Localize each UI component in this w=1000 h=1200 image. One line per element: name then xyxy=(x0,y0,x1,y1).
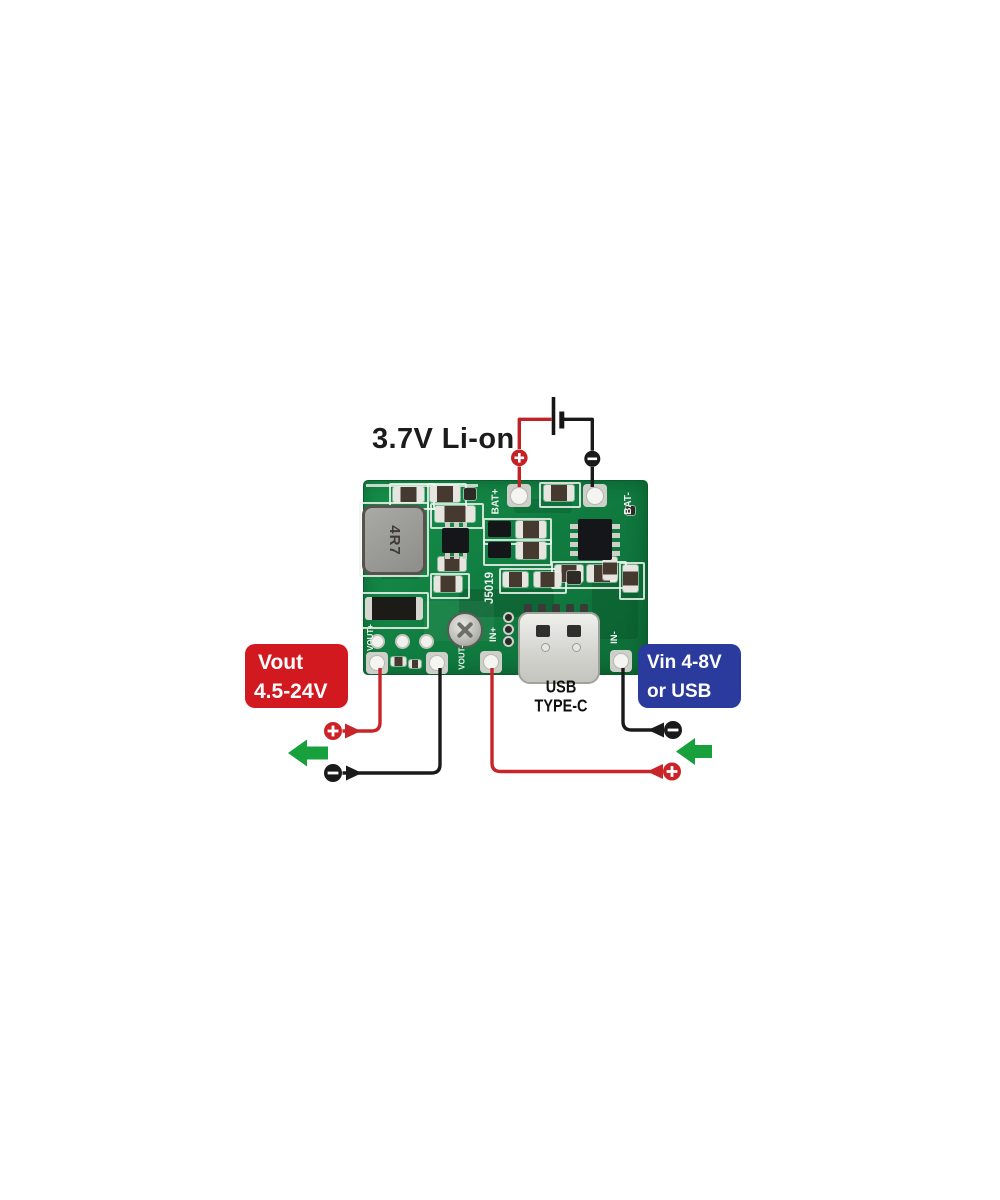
smd-resistor xyxy=(623,565,638,592)
in-plus-pad xyxy=(480,651,502,673)
soic8-ic xyxy=(578,519,612,560)
silkscreen-vout-minus: VOUT- xyxy=(458,645,468,670)
usb-pin xyxy=(538,604,546,614)
silkscreen-outline xyxy=(361,592,429,629)
usb-pin xyxy=(566,604,574,614)
bat-minus-pad xyxy=(583,484,607,507)
smd-resistor xyxy=(544,485,574,501)
flow-arrowhead xyxy=(648,722,664,738)
smd-resistor xyxy=(438,557,466,571)
battery-symbol xyxy=(551,397,565,435)
vin-callout: Vin 4-8V or USB xyxy=(638,644,741,708)
silkscreen-bat-plus: BAT+ xyxy=(490,488,501,514)
silkscreen-outline xyxy=(430,573,470,599)
smd-resistor xyxy=(503,572,528,587)
vout-positive-wire xyxy=(342,668,382,739)
smd-resistor xyxy=(391,657,406,666)
pcb-module: 4R7 xyxy=(359,480,648,684)
sot23-legs xyxy=(445,553,467,559)
output-direction-arrow xyxy=(288,739,328,767)
usb-contact xyxy=(536,625,550,637)
usb-caption-line2: TYPE-C xyxy=(534,695,588,716)
usb-contact xyxy=(567,625,581,637)
battery-positive-wire xyxy=(517,417,552,487)
silkscreen-in-minus: IN- xyxy=(608,630,620,644)
inductor-marking: 4R7 xyxy=(385,524,403,556)
silkscreen-line xyxy=(366,484,478,487)
vout-callout-line2: 4.5-24V xyxy=(254,680,328,703)
vin-positive-terminal xyxy=(663,762,681,781)
vin-callout-line1: Vin 4-8V xyxy=(647,652,722,673)
smd-resistor xyxy=(434,576,462,592)
usb-pin xyxy=(524,604,532,614)
usb-screw xyxy=(541,643,550,652)
round-pad xyxy=(395,634,410,649)
usb-screw xyxy=(572,643,581,652)
smd-resistor xyxy=(435,506,475,522)
smd-resistor xyxy=(516,521,546,538)
flow-arrowhead xyxy=(647,764,663,779)
smd-resistor xyxy=(516,542,546,559)
silkscreen-outline xyxy=(483,539,552,566)
battery-negative-wire xyxy=(564,417,594,487)
vout-callout-line1: Vout xyxy=(258,651,304,674)
vin-callout-line2: or USB xyxy=(647,681,712,702)
smd-capacitor xyxy=(567,571,581,584)
vout-negative-terminal xyxy=(324,764,342,782)
in-minus-pad xyxy=(610,650,632,672)
smd-resistor xyxy=(409,660,421,668)
vout-positive-terminal xyxy=(324,722,342,740)
power-inductor: 4R7 xyxy=(362,505,426,575)
usb-pin xyxy=(552,604,560,614)
vout-minus-pad xyxy=(426,652,448,674)
smd-resistor xyxy=(603,557,617,580)
vin-negative-terminal xyxy=(664,721,682,739)
soic8-legs xyxy=(612,524,620,557)
sot23-legs xyxy=(445,522,467,528)
smd-component xyxy=(488,542,511,558)
battery-negative-terminal xyxy=(584,450,601,467)
smd-capacitor xyxy=(626,506,635,515)
smd-resistor xyxy=(430,486,460,502)
flow-arrowhead xyxy=(346,765,362,781)
tht-pad xyxy=(503,624,514,635)
flow-arrowhead xyxy=(345,723,361,739)
silkscreen-outline xyxy=(619,562,645,600)
round-pad xyxy=(419,634,434,649)
vout-callout: Vout 4.5-24V xyxy=(245,644,348,708)
usb-pin xyxy=(580,604,588,614)
tht-pad xyxy=(503,612,514,623)
smd-component xyxy=(488,521,511,537)
silkscreen-part-number: J5019 xyxy=(484,572,497,604)
soic8-legs xyxy=(570,524,578,557)
silkscreen-in-plus: IN+ xyxy=(488,626,499,643)
smd-resistor xyxy=(393,487,424,502)
trimmer-potentiometer xyxy=(447,612,483,648)
usb-type-c-connector xyxy=(518,612,600,684)
smd-capacitor xyxy=(464,488,476,500)
silkscreen-bat-minus: BAT- xyxy=(623,491,634,515)
input-direction-arrow xyxy=(676,738,712,765)
silkscreen-vout-plus: VOUT+ xyxy=(366,623,375,651)
sot23-ic xyxy=(442,528,469,553)
vout-negative-wire xyxy=(342,668,442,781)
tht-pad xyxy=(503,636,514,647)
smd-diode xyxy=(365,597,423,620)
round-pad xyxy=(370,634,385,649)
usb-caption-line1: USB xyxy=(545,676,577,697)
bat-plus-pad xyxy=(507,484,531,507)
battery-type-label: 3.7V Li-on xyxy=(372,423,515,455)
smd-resistor xyxy=(534,572,561,587)
silkscreen-outline xyxy=(539,482,581,508)
usb-type-c-caption: USB TYPE-C xyxy=(522,676,600,716)
silkscreen-outline xyxy=(359,502,429,577)
